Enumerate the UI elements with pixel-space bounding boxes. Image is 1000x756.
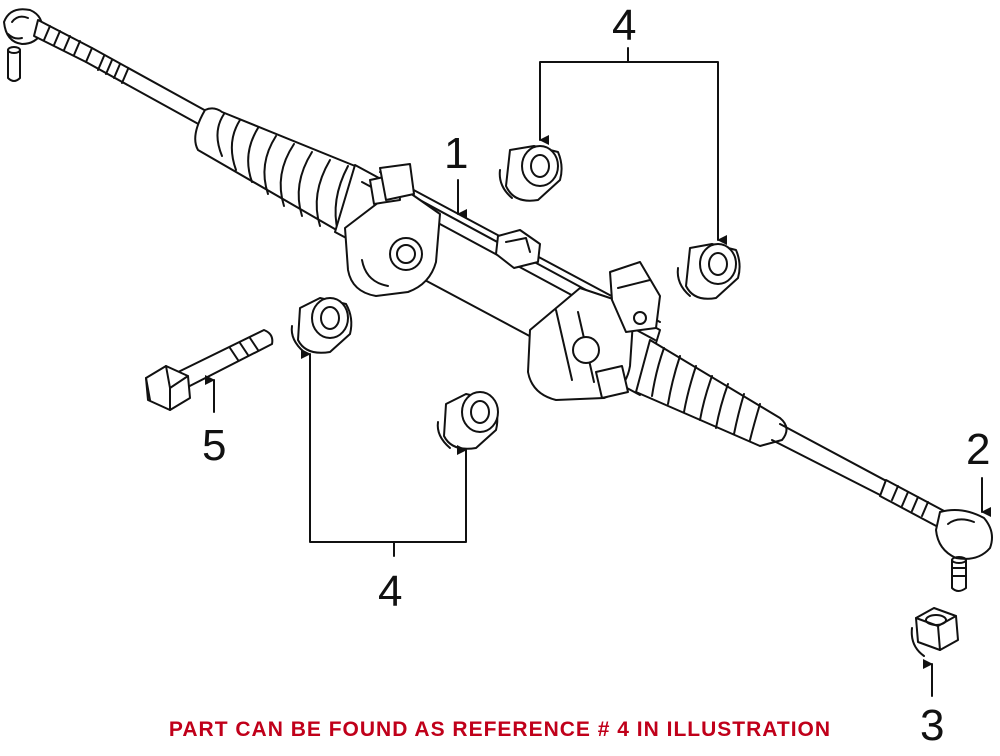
callout-5: 5 (202, 421, 227, 470)
leader-ref-4-bottom (301, 349, 467, 557)
right-tie-rod-end (935, 509, 993, 592)
bushing-bottom-right (436, 391, 499, 450)
right-mounting-ear (527, 261, 661, 401)
left-tie-rod-end (3, 8, 44, 82)
left-bellows-boot (194, 107, 361, 233)
mounting-bolt (145, 329, 274, 411)
callout-3: 3 (920, 701, 945, 750)
hex-nut (910, 607, 959, 657)
callout-1: 1 (444, 129, 469, 178)
right-bellows-boot (635, 339, 788, 447)
center-bracket (495, 229, 541, 269)
right-inner-tie-rod (771, 423, 947, 529)
steering-rack-assembly (3, 8, 993, 592)
bushing-top-left (498, 145, 563, 202)
left-inner-tie-rod (33, 19, 209, 127)
left-mounting-ear (344, 163, 441, 297)
bushing-top-right (676, 243, 741, 300)
callout-2: 2 (966, 425, 991, 474)
callout-4-top: 4 (612, 1, 637, 50)
callout-4-bottom: 4 (378, 567, 403, 616)
leader-ref-4-top (539, 47, 727, 245)
bushing-bottom-left (290, 297, 353, 354)
reference-note: PART CAN BE FOUND AS REFERENCE # 4 IN IL… (168, 718, 832, 741)
